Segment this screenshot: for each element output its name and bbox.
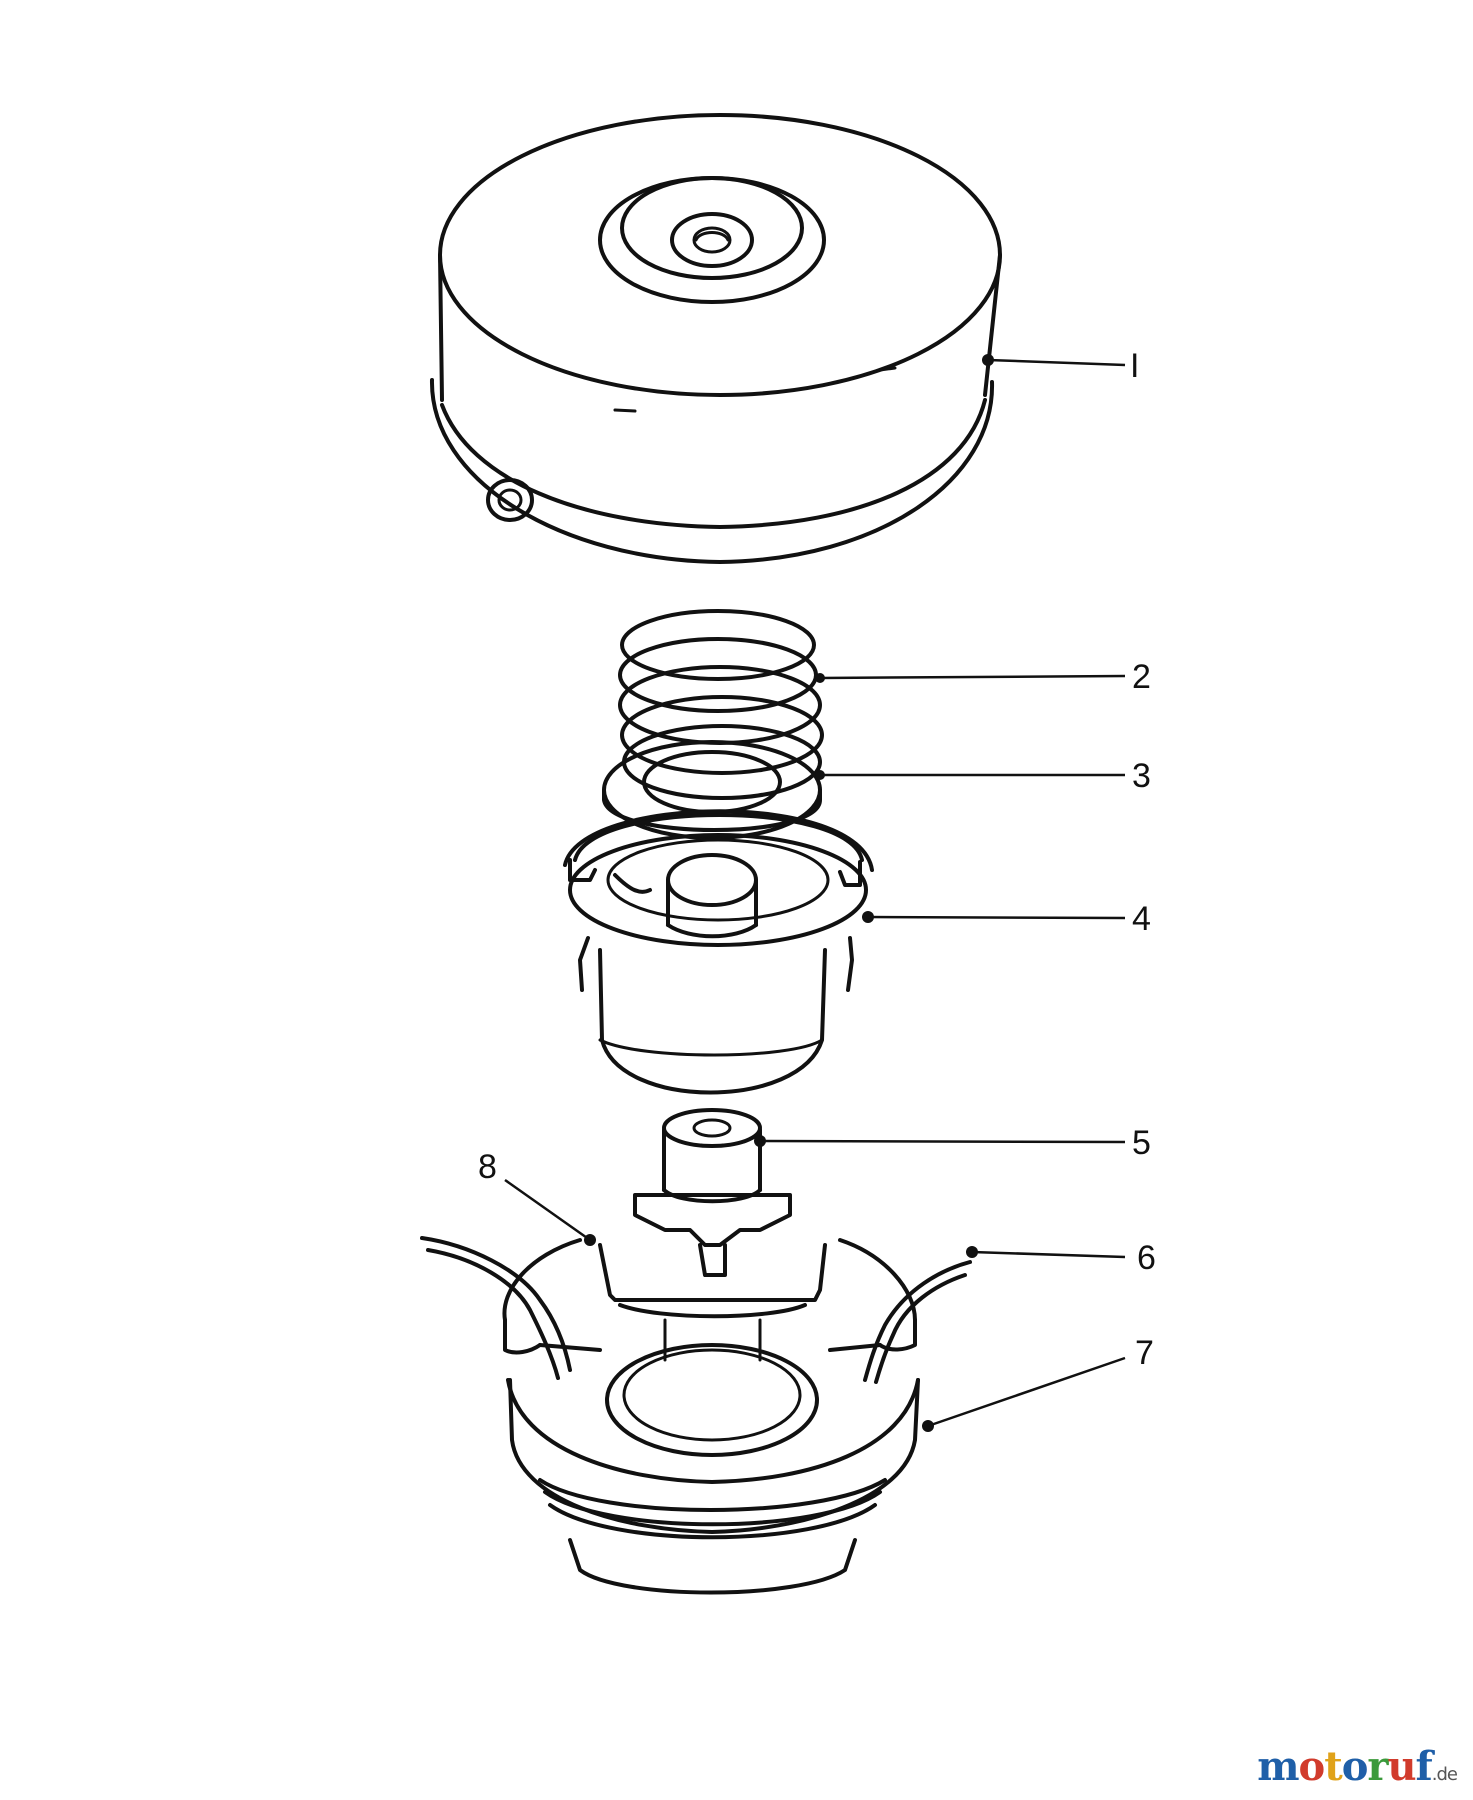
watermark-letter: o bbox=[1341, 1743, 1369, 1790]
part-8-line-guide bbox=[598, 1243, 827, 1362]
leader-lines bbox=[504, 354, 1126, 1432]
watermark-letter: f bbox=[1415, 1743, 1433, 1790]
callout-6: 6 bbox=[1137, 1239, 1156, 1277]
part-5-drive-hub bbox=[633, 1108, 792, 1277]
callout-5: 5 bbox=[1132, 1124, 1151, 1162]
watermark-letter: t bbox=[1324, 1743, 1343, 1790]
callout-7: 7 bbox=[1135, 1334, 1154, 1372]
watermark-suffix: .de bbox=[1431, 1764, 1458, 1785]
part-4-spool-cup bbox=[563, 809, 874, 1095]
part-2-spring bbox=[618, 609, 824, 800]
callout-labels: I 2 3 4 5 6 7 8 bbox=[478, 347, 1156, 1372]
callout-8: 8 bbox=[478, 1148, 497, 1186]
callout-2: 2 bbox=[1132, 658, 1151, 696]
callout-3: 3 bbox=[1132, 757, 1151, 795]
motoruf-watermark-logo: motoruf.de bbox=[1257, 1743, 1458, 1790]
callout-1: I bbox=[1130, 347, 1139, 385]
part-6-trimmer-line bbox=[420, 1236, 972, 1384]
watermark-letter: u bbox=[1387, 1743, 1416, 1790]
part-1-cap-housing bbox=[429, 113, 1002, 564]
watermark-letter: o bbox=[1298, 1743, 1326, 1790]
watermark-letter: m bbox=[1257, 1743, 1299, 1790]
part-7-outer-spool bbox=[502, 1238, 920, 1595]
callout-4: 4 bbox=[1132, 900, 1151, 938]
watermark-letter: r bbox=[1367, 1743, 1388, 1790]
